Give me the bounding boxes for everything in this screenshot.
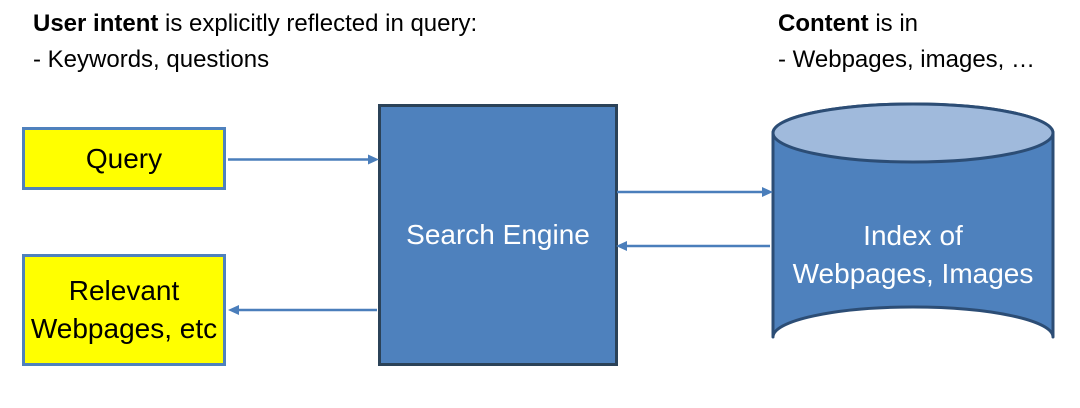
annotation-content-bold: Content [778, 10, 869, 37]
query-box: Query [22, 127, 226, 190]
annotation-content-line1: Content is in [778, 6, 1035, 42]
annotation-content: Content is in - Webpages, images, … [778, 6, 1035, 78]
query-box-label: Query [85, 142, 163, 174]
cylinder-top-ellipse [771, 102, 1055, 164]
annotation-content-line2: - Webpages, images, … [778, 46, 1036, 73]
annotation-user-intent-rest: is explicitly reflected in query: [158, 10, 478, 37]
annotation-user-intent-line1: User intent is explicitly reflected in q… [33, 6, 477, 42]
annotation-user-intent-line2: - Keywords, questions [33, 46, 270, 73]
search-engine-box: Search Engine [378, 104, 618, 366]
search-engine-box-label: Search Engine [406, 219, 590, 250]
relevant-webpages-box-label: Relevant Webpages, etc [30, 275, 218, 344]
annotation-content-rest: is in [868, 10, 919, 37]
annotation-user-intent: User intent is explicitly reflected in q… [33, 6, 477, 78]
relevant-webpages-box: Relevant Webpages, etc [22, 254, 226, 366]
annotation-user-intent-bold: User intent [33, 10, 159, 37]
database-cylinder-icon [771, 102, 1055, 339]
